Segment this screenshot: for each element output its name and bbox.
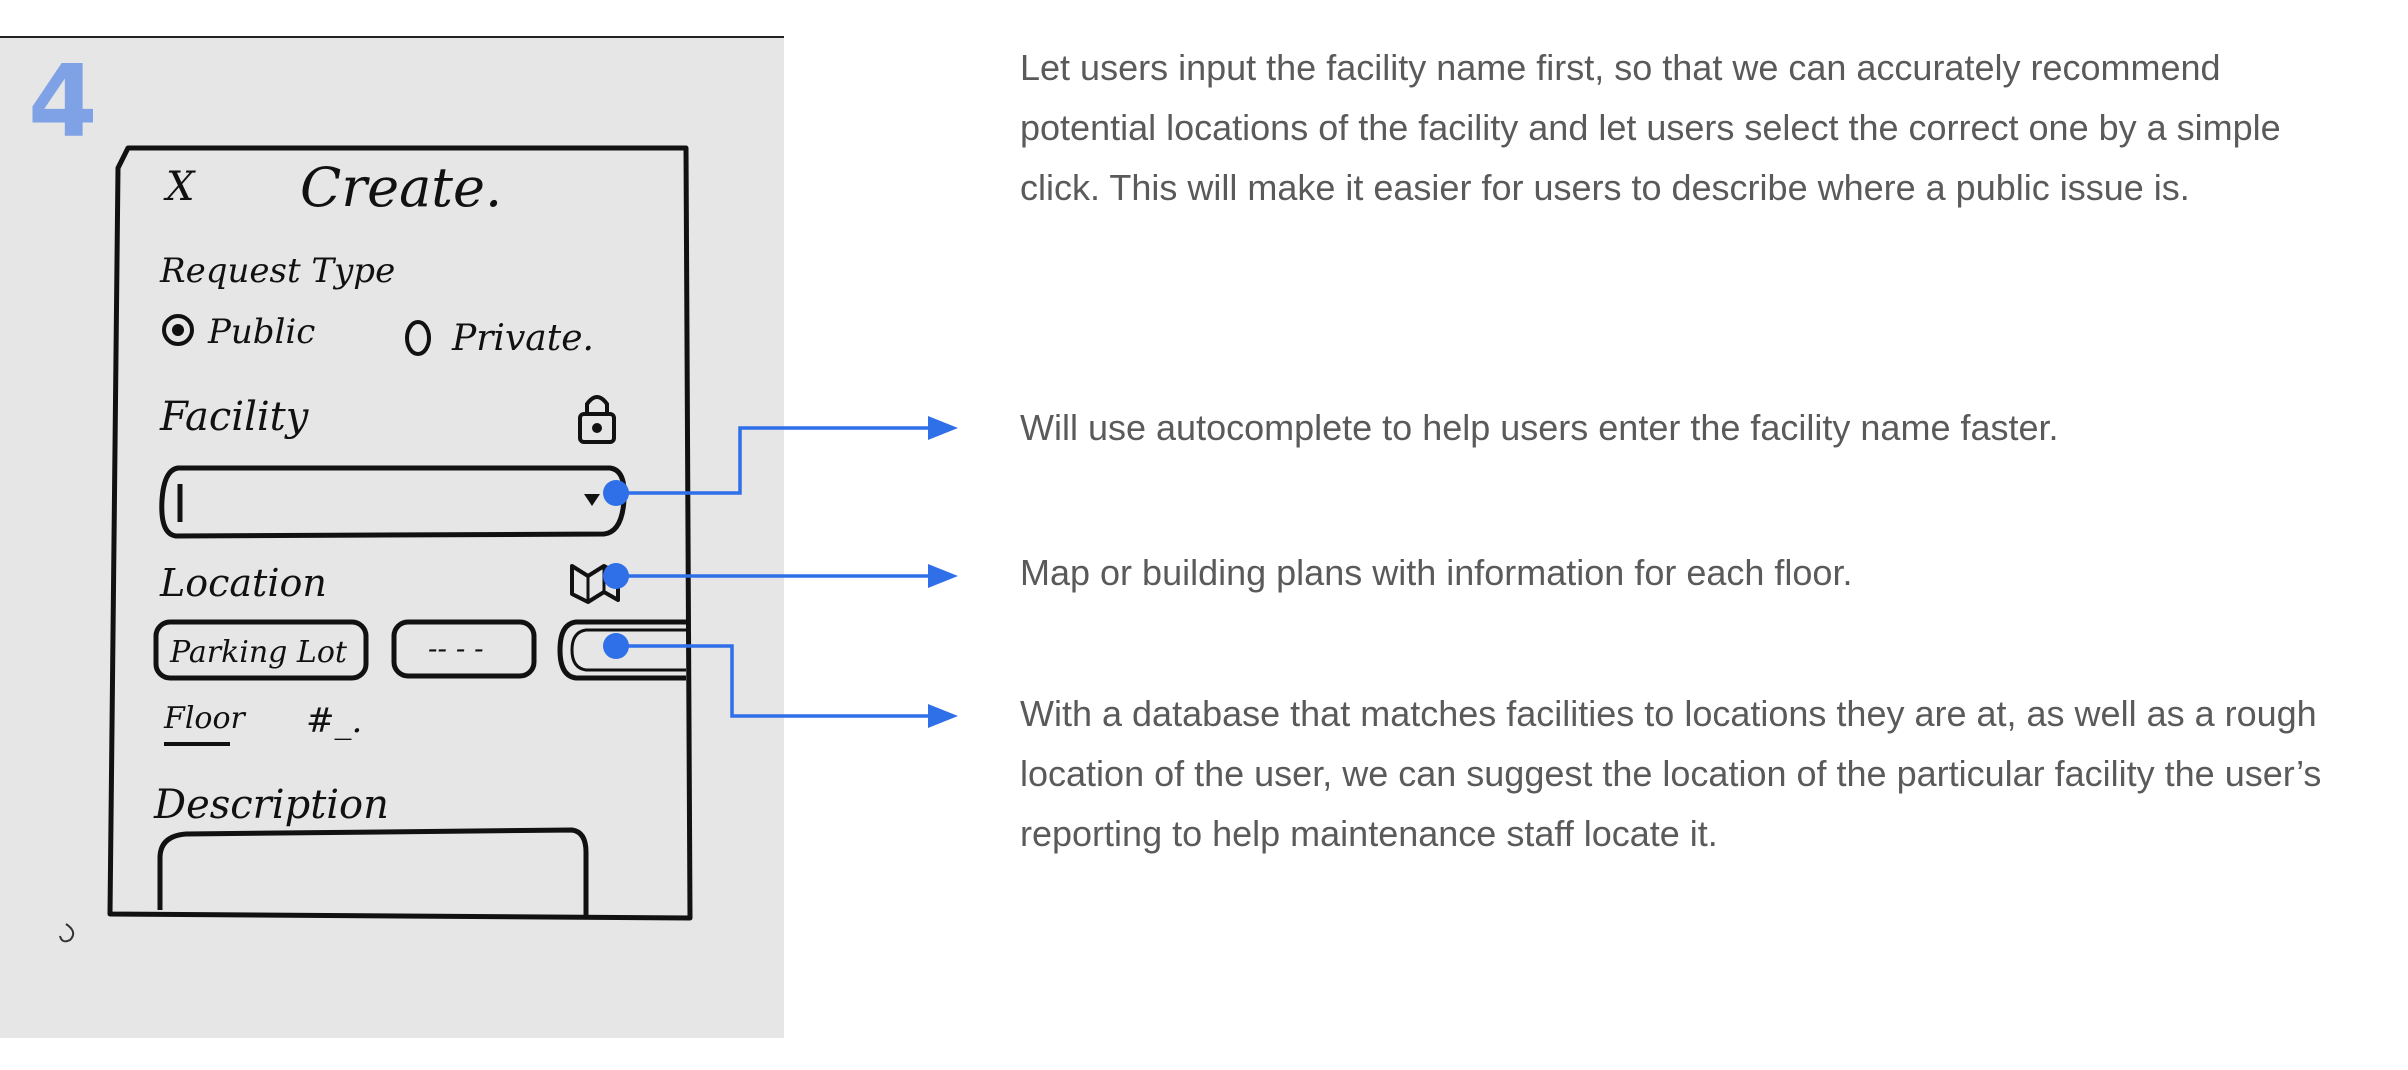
connector-map [603, 563, 958, 589]
note-autocomplete: Will use autocomplete to help users ente… [1020, 407, 2059, 448]
floor-label: Floor [163, 701, 247, 736]
location-chip-partial [557, 619, 686, 681]
connector-location-suggestion [603, 633, 958, 728]
dropdown-icon [584, 494, 600, 506]
floor-value: #_. [306, 701, 362, 741]
note-intro: Let users input the facility name first,… [1020, 47, 2281, 208]
location-chip-1-label: Parking Lot [169, 635, 348, 670]
description-input [157, 827, 589, 918]
facility-label: Facility [159, 394, 310, 440]
radio-public-selected-icon [162, 314, 194, 346]
facility-input [159, 465, 627, 539]
arrow-head-icon [928, 704, 958, 728]
location-label: Location [159, 561, 327, 605]
lock-icon [578, 395, 616, 444]
note-database: With a database that matches facilities … [1020, 693, 2322, 854]
note-map: Map or building plans with information f… [1020, 552, 1853, 593]
radio-private-icon [405, 320, 431, 356]
phone-frame [107, 145, 693, 921]
request-type-label: Request Type [159, 251, 395, 291]
location-chip-placeholder [391, 619, 537, 679]
arrow-head-icon [928, 416, 958, 440]
step-number: 4 [28, 43, 98, 160]
close-icon: X [163, 164, 196, 210]
option-private: Private. [451, 318, 594, 359]
connector-autocomplete [603, 416, 958, 506]
location-chip-2-label: -- - - [428, 632, 484, 665]
location-chip-parking-lot [153, 619, 369, 681]
option-public: Public [207, 312, 315, 352]
description-label: Description [153, 782, 389, 828]
sketch-title: Create. [300, 156, 502, 219]
arrow-head-icon [928, 564, 958, 588]
